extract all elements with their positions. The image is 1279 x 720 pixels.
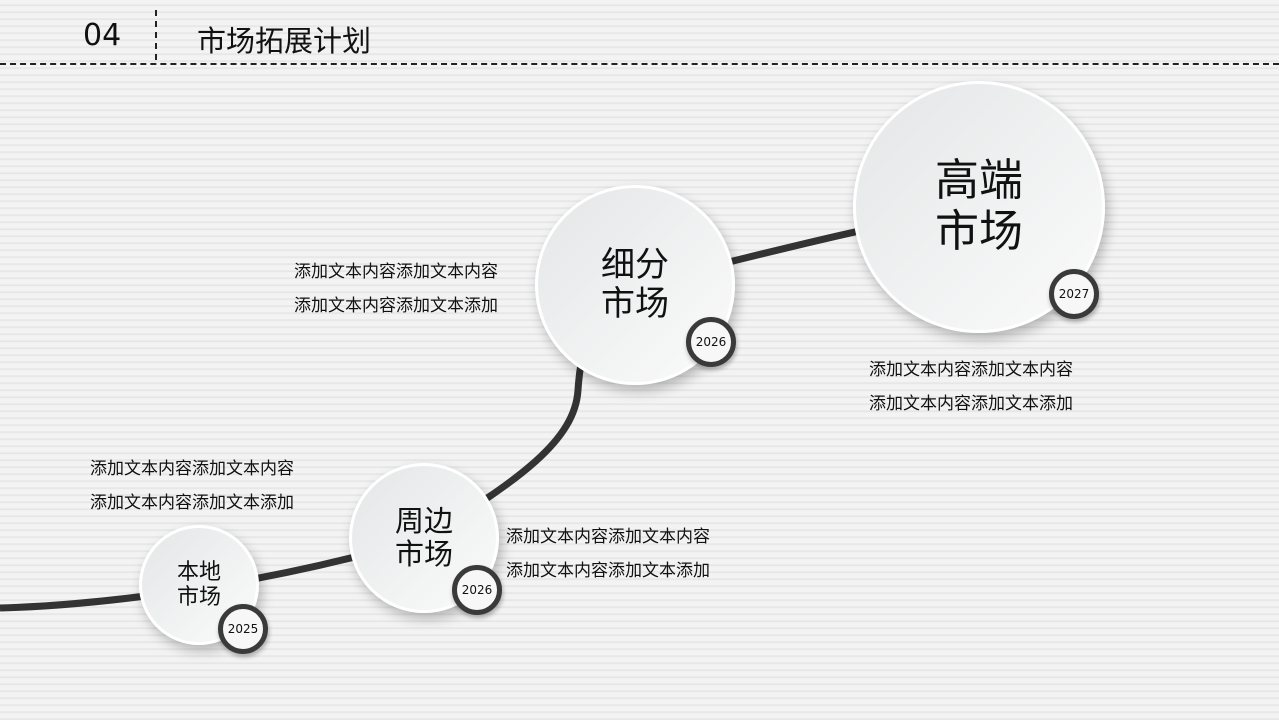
stage-circle-regional: 周边 市场: [349, 463, 499, 613]
header-underline: [0, 63, 1279, 65]
stage-description: 添加文本内容添加文本内容 添加文本内容添加文本添加: [294, 255, 498, 323]
stage-description: 添加文本内容添加文本内容 添加文本内容添加文本添加: [869, 353, 1073, 421]
stage-circle-local: 本地 市场: [139, 525, 259, 645]
header-divider: [155, 10, 157, 60]
year-badge: 2025: [218, 604, 268, 654]
year-badge: 2026: [452, 565, 502, 615]
page-title: 市场拓展计划: [197, 24, 372, 58]
desc-line: 添加文本内容添加文本内容: [506, 527, 710, 547]
desc-line: 添加文本内容添加文本添加: [90, 493, 294, 513]
desc-line: 添加文本内容添加文本内容: [294, 262, 498, 282]
year-badge: 2027: [1049, 269, 1099, 319]
year-badge: 2026: [686, 317, 736, 367]
desc-line: 添加文本内容添加文本添加: [294, 296, 498, 316]
desc-line: 添加文本内容添加文本内容: [869, 360, 1073, 380]
stage-description: 添加文本内容添加文本内容 添加文本内容添加文本添加: [90, 452, 294, 520]
stage-circle-premium: 高端 市场: [853, 81, 1105, 333]
stage-description: 添加文本内容添加文本内容 添加文本内容添加文本添加: [506, 520, 710, 588]
desc-line: 添加文本内容添加文本内容: [90, 459, 294, 479]
desc-line: 添加文本内容添加文本添加: [869, 394, 1073, 414]
section-number: 04: [83, 18, 122, 53]
desc-line: 添加文本内容添加文本添加: [506, 561, 710, 581]
